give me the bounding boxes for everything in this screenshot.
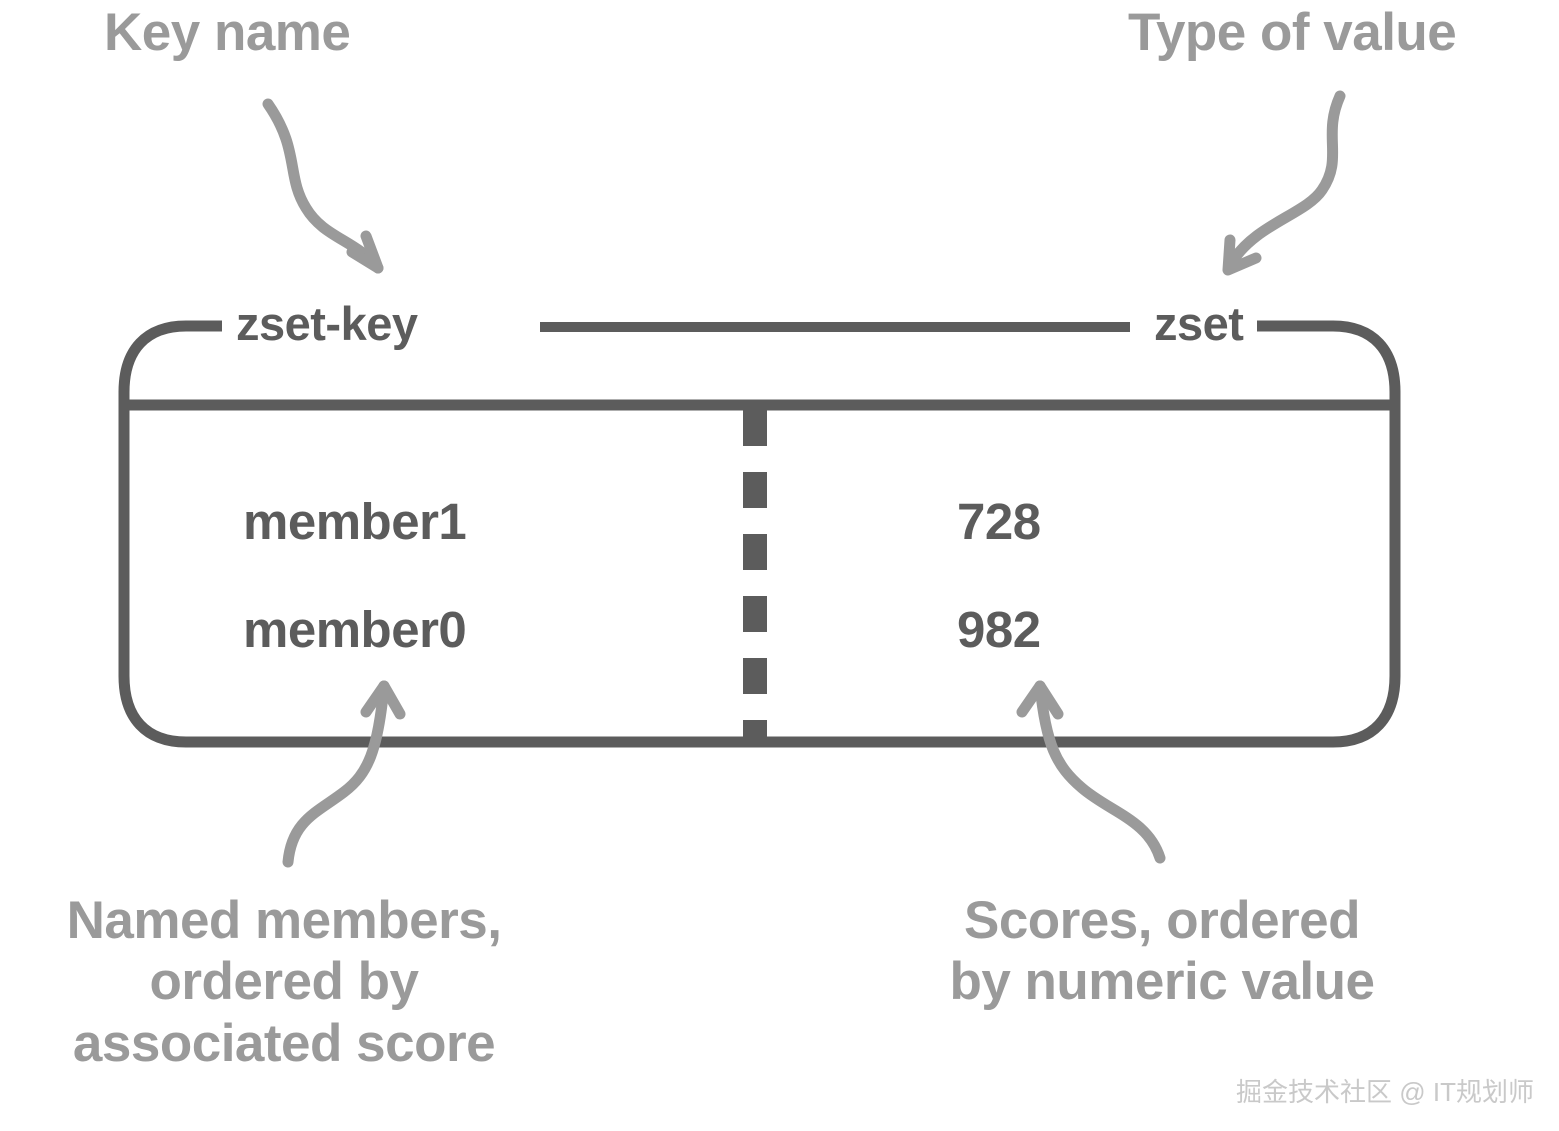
annotation-named-members-line-1: ordered by [149, 952, 419, 1012]
arrow-type-of-value [1222, 90, 1346, 276]
zset-container-outline [118, 320, 1401, 748]
annotation-scores-ordered: Scores, ordered by numeric value [862, 890, 1462, 1013]
watermark: 掘金技术社区 @ IT规划师 [1236, 1077, 1534, 1107]
arrow-key-name [262, 98, 384, 274]
annotation-named-members-line-0: Named members, [66, 891, 502, 950]
zset-type-label: zset [1140, 296, 1258, 351]
arrow-named-members [282, 680, 406, 868]
annotation-key-name: Key name [104, 3, 351, 62]
annotation-named-members-line-2: associated score [72, 1013, 496, 1073]
member-name-row-0: member1 [243, 493, 467, 550]
zset-key-label: zset-key [222, 296, 432, 351]
member-name-row-1: member0 [243, 601, 467, 658]
annotation-type-of-value: Type of value [1128, 3, 1457, 62]
member-score-row-1: 982 [957, 601, 1041, 658]
annotation-named-members: Named members, ordered by associated sco… [0, 890, 574, 1074]
annotation-scores-ordered-line-0: Scores, ordered [963, 891, 1361, 950]
annotation-scores-ordered-line-1: by numeric value [949, 952, 1375, 1012]
member-score-row-0: 728 [957, 493, 1041, 550]
arrow-scores [1016, 680, 1166, 864]
